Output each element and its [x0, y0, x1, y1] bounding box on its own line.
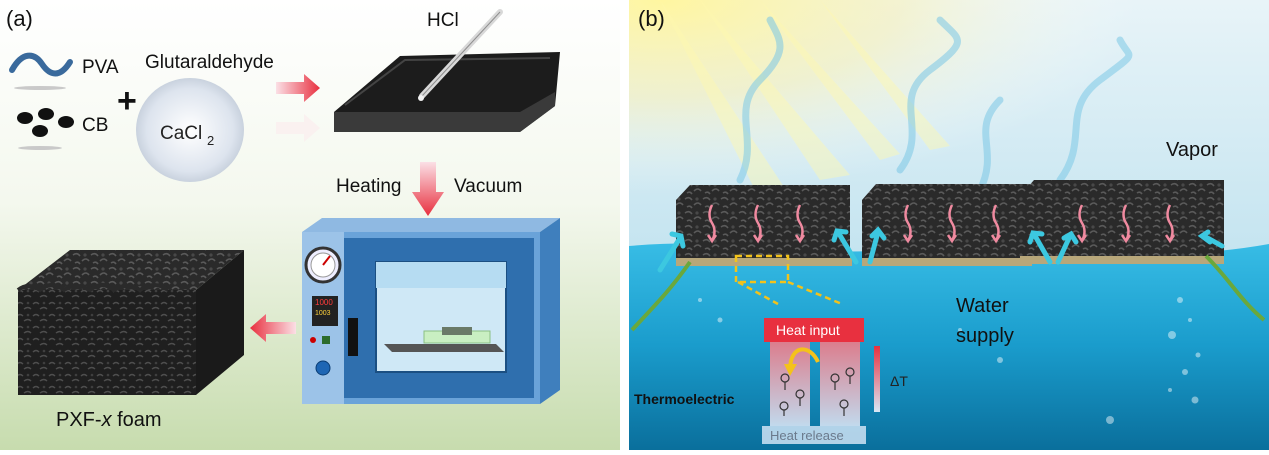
water-supply-arrows: [657, 226, 1225, 273]
arrow-to-sheet: [276, 74, 320, 102]
arrow-to-foam: [250, 314, 296, 342]
heat-release-label: Heat release: [770, 428, 844, 443]
current-arrowhead: [784, 364, 797, 376]
wire-right: [1204, 254, 1266, 322]
vapor-wisps: [736, 16, 1133, 194]
heat-arrows: [706, 204, 1176, 244]
vacuum-oven: 1000 1003: [302, 218, 560, 404]
panel-b: Heat input Heat release ΔT Thermoelectri…: [629, 0, 1269, 450]
cacl2-label: CaCl 2: [160, 123, 214, 148]
pxf-foam-block: [16, 250, 244, 395]
pxf-label-text: PXF-x foam: [56, 409, 162, 431]
pxf-suffix: foam: [112, 409, 162, 431]
heat-input-label: Heat input: [776, 322, 840, 338]
pva-shadow: [14, 86, 66, 90]
bubbles: [698, 297, 1201, 424]
delta-t-label: ΔT: [890, 373, 908, 389]
pipette-icon: [418, 9, 503, 101]
pva-label: PVA: [82, 57, 119, 78]
current-arrow: [788, 347, 820, 371]
vapor-label: Vapor: [1166, 139, 1218, 161]
zoom-box: [734, 254, 790, 284]
hcl-label: HCl: [427, 10, 459, 31]
te-leg-left: [770, 342, 810, 426]
vacuum-label: Vacuum: [454, 176, 522, 197]
pxf-label: PXF-x foam: [56, 409, 162, 431]
pva-wave-icon: [9, 52, 73, 77]
arrow-down: [412, 162, 444, 216]
thermoelectric-module: Heat input Heat release: [762, 318, 866, 444]
sun-rays: [660, 0, 950, 200]
zoom-lines: [737, 280, 843, 306]
te-leg-right: [820, 342, 860, 426]
delta-t-bar: [874, 346, 880, 412]
panel-b-label: (b): [638, 6, 665, 31]
cb-label: CB: [82, 115, 108, 136]
plus-sign: +: [117, 82, 137, 120]
wire-left: [630, 260, 692, 332]
heating-label: Heating: [336, 176, 402, 197]
cacl2-salt-image: [136, 78, 244, 182]
arrow-to-sheet-faded: [276, 114, 320, 142]
oven-display-bottom: 1003: [315, 310, 331, 317]
heat-release-bar: [762, 426, 866, 444]
water-supply-line2: supply: [956, 325, 1014, 347]
pxf-prefix: PXF-: [56, 409, 102, 431]
glutaraldehyde-label: Glutaraldehyde: [145, 52, 274, 73]
panel-a-label: (a): [6, 6, 33, 31]
black-sheet: [334, 52, 560, 132]
pxf-x: x: [101, 409, 113, 431]
water-supply-line1: Water: [956, 295, 1009, 317]
cb-dots-icon: [17, 108, 74, 150]
oven-display-top: 1000: [315, 298, 333, 307]
charge-carriers: [779, 367, 855, 416]
heat-input-bar: [764, 318, 864, 342]
thermoelectric-label: Thermoelectric: [634, 391, 735, 407]
cacl2-subscript: 2: [207, 133, 214, 148]
cacl2-main: CaCl: [160, 123, 202, 144]
panel-divider: [620, 0, 629, 450]
water: [629, 241, 1269, 450]
panel-a: (a) PVA CB + Glutaraldehyde CaCl 2: [0, 0, 620, 450]
